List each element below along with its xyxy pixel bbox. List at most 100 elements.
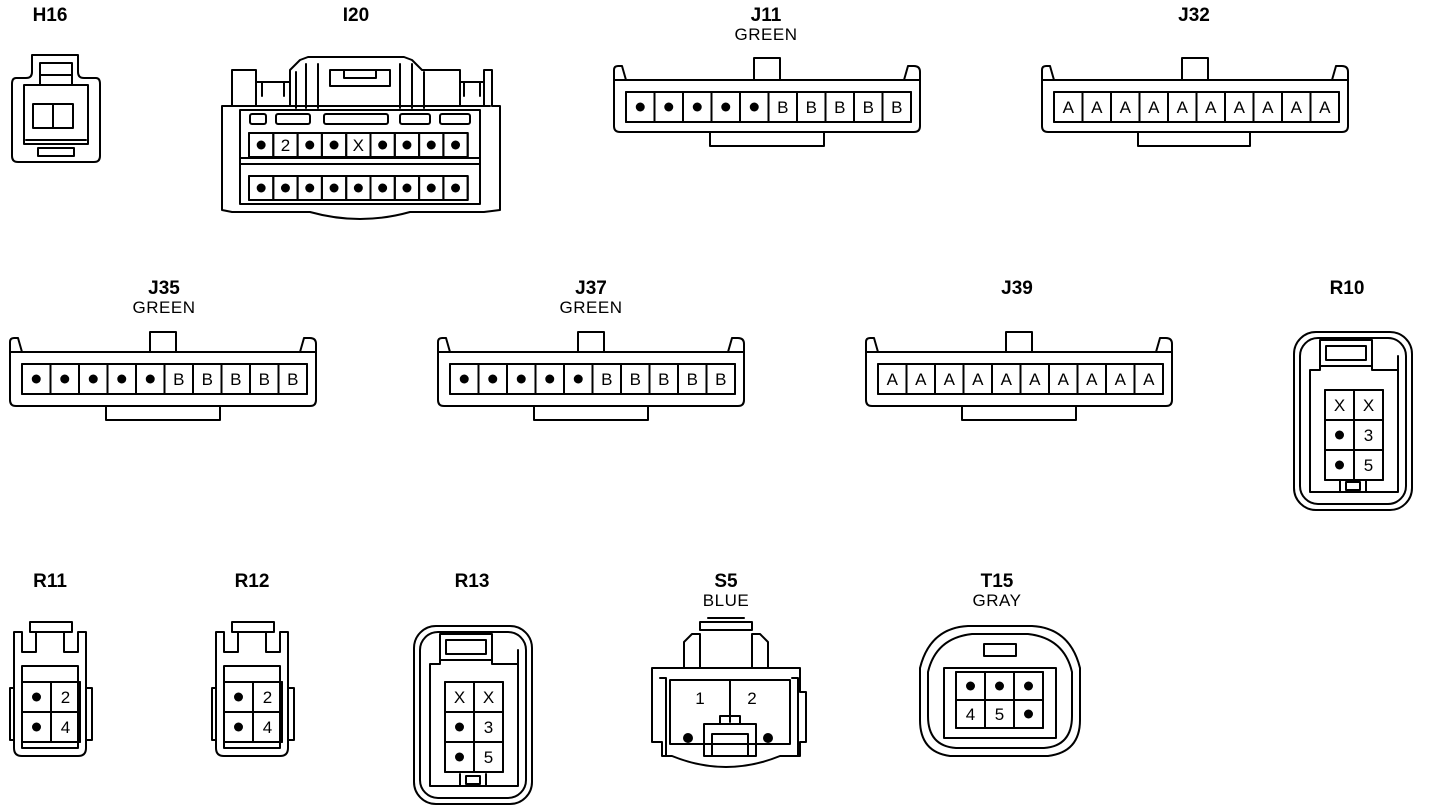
r13-pin-label: X bbox=[483, 688, 494, 707]
r12-pin-label: 4 bbox=[263, 718, 272, 737]
r10-pin-label: X bbox=[1334, 396, 1345, 415]
connector-id: J11 bbox=[750, 5, 782, 26]
j32-pin-label: A bbox=[1262, 98, 1274, 117]
t15-cavity bbox=[1013, 699, 1044, 729]
r13-pin-label: X bbox=[454, 688, 465, 707]
t15-pin-dot bbox=[995, 681, 1004, 691]
connector-h16 bbox=[11, 54, 101, 163]
r11-cavity bbox=[50, 711, 81, 743]
j35-pin-label: B bbox=[202, 370, 213, 389]
j37-pin-label: B bbox=[658, 370, 669, 389]
j37-pin-dot bbox=[516, 374, 526, 384]
connector-r12-label: R12 bbox=[222, 572, 282, 592]
connector-color: GREEN bbox=[734, 25, 798, 44]
j35-pin-label: B bbox=[173, 370, 184, 389]
j37-pin-dot bbox=[573, 374, 583, 384]
j11-pin-label: B bbox=[806, 98, 817, 117]
j32-cavity bbox=[1309, 91, 1340, 123]
j35-pin-label: B bbox=[287, 370, 298, 389]
i20-row2-pin-dot bbox=[402, 183, 412, 193]
i20-row1-cavity bbox=[442, 132, 469, 158]
j32-pin-label: A bbox=[1063, 98, 1075, 117]
t15-pin-dot bbox=[1024, 709, 1033, 719]
i20-row2-pin-dot bbox=[256, 183, 266, 193]
j39-pin-label: A bbox=[1001, 370, 1013, 389]
r10-pin-label: 5 bbox=[1364, 456, 1373, 475]
connector-j37-label: J37 GREEN bbox=[541, 279, 641, 317]
j11-pin-label: B bbox=[777, 98, 788, 117]
connector-r11: 24 bbox=[9, 621, 93, 757]
i20-row2-pin-dot bbox=[305, 183, 315, 193]
j37-pin-label: B bbox=[630, 370, 641, 389]
s5-pin-1: 1 bbox=[695, 689, 704, 708]
r10-pin-dot bbox=[1335, 430, 1344, 440]
j35-pin-dot bbox=[60, 374, 70, 384]
s5-pin-dot bbox=[763, 733, 773, 743]
connector-color: GREEN bbox=[559, 298, 623, 317]
i20-row2-pin-dot bbox=[426, 183, 436, 193]
t15-pin-label: 5 bbox=[995, 705, 1004, 724]
connector-id: H16 bbox=[32, 5, 68, 26]
r13-pin-dot bbox=[455, 752, 464, 762]
j39-pin-label: A bbox=[915, 370, 927, 389]
j35-pin-dot bbox=[145, 374, 155, 384]
i20-row1-pin-dot bbox=[402, 140, 412, 150]
j32-pin-label: A bbox=[1319, 98, 1331, 117]
connector-id: R10 bbox=[1329, 278, 1365, 299]
r12-pin-dot bbox=[234, 722, 243, 732]
connector-id: T15 bbox=[980, 571, 1014, 592]
connector-j35-label: J35 GREEN bbox=[114, 279, 214, 317]
i20-row1-pin-dot bbox=[256, 140, 266, 150]
r11-pin-dot bbox=[32, 722, 41, 732]
j32-pin-label: A bbox=[1091, 98, 1103, 117]
j37-pin-dot bbox=[488, 374, 498, 384]
connector-color: GREEN bbox=[132, 298, 196, 317]
i20-row1-pin-dot bbox=[329, 140, 339, 150]
connector-t15-label: T15 GRAY bbox=[957, 572, 1037, 610]
connector-j39-label: J39 bbox=[987, 279, 1047, 299]
t15-pin-label: 4 bbox=[966, 705, 975, 724]
j11-pin-label: B bbox=[891, 98, 902, 117]
connector-id: R13 bbox=[454, 571, 490, 592]
connector-id: J32 bbox=[1178, 5, 1210, 26]
j35-pin-dot bbox=[31, 374, 41, 384]
j11-cavity bbox=[881, 91, 912, 123]
j39-pin-label: A bbox=[1086, 370, 1098, 389]
connector-r10-label: R10 bbox=[1317, 279, 1377, 299]
r10-pin-label: X bbox=[1363, 396, 1374, 415]
connector-s5-label: S5 BLUE bbox=[686, 572, 766, 610]
j37-pin-dot bbox=[459, 374, 469, 384]
j11-pin-dot bbox=[721, 102, 731, 112]
i20-row1-pin-dot bbox=[305, 140, 315, 150]
j39-cavity bbox=[1133, 363, 1164, 395]
j32-pin-label: A bbox=[1205, 98, 1217, 117]
connector-id: J37 bbox=[575, 278, 607, 299]
j39-pin-label: A bbox=[1115, 370, 1127, 389]
connector-j32-label: J32 bbox=[1164, 6, 1224, 26]
j35-pin-dot bbox=[88, 374, 98, 384]
r13-pin-label: 3 bbox=[484, 718, 493, 737]
i20-row2-cavity bbox=[442, 175, 469, 201]
connector-id: R11 bbox=[33, 571, 67, 592]
j11-pin-dot bbox=[692, 102, 702, 112]
connector-r11-label: R11 bbox=[20, 572, 80, 592]
j39-pin-label: A bbox=[1029, 370, 1041, 389]
s5-pin-2: 2 bbox=[747, 689, 756, 708]
r12-cavity bbox=[252, 711, 283, 743]
i20-row2-pin-dot bbox=[280, 183, 290, 193]
j32-pin-label: A bbox=[1234, 98, 1246, 117]
j37-cavity bbox=[705, 363, 736, 395]
connector-i20-label: I20 bbox=[326, 6, 386, 26]
r13-pin-label: 5 bbox=[484, 748, 493, 767]
j39-pin-label: A bbox=[887, 370, 899, 389]
